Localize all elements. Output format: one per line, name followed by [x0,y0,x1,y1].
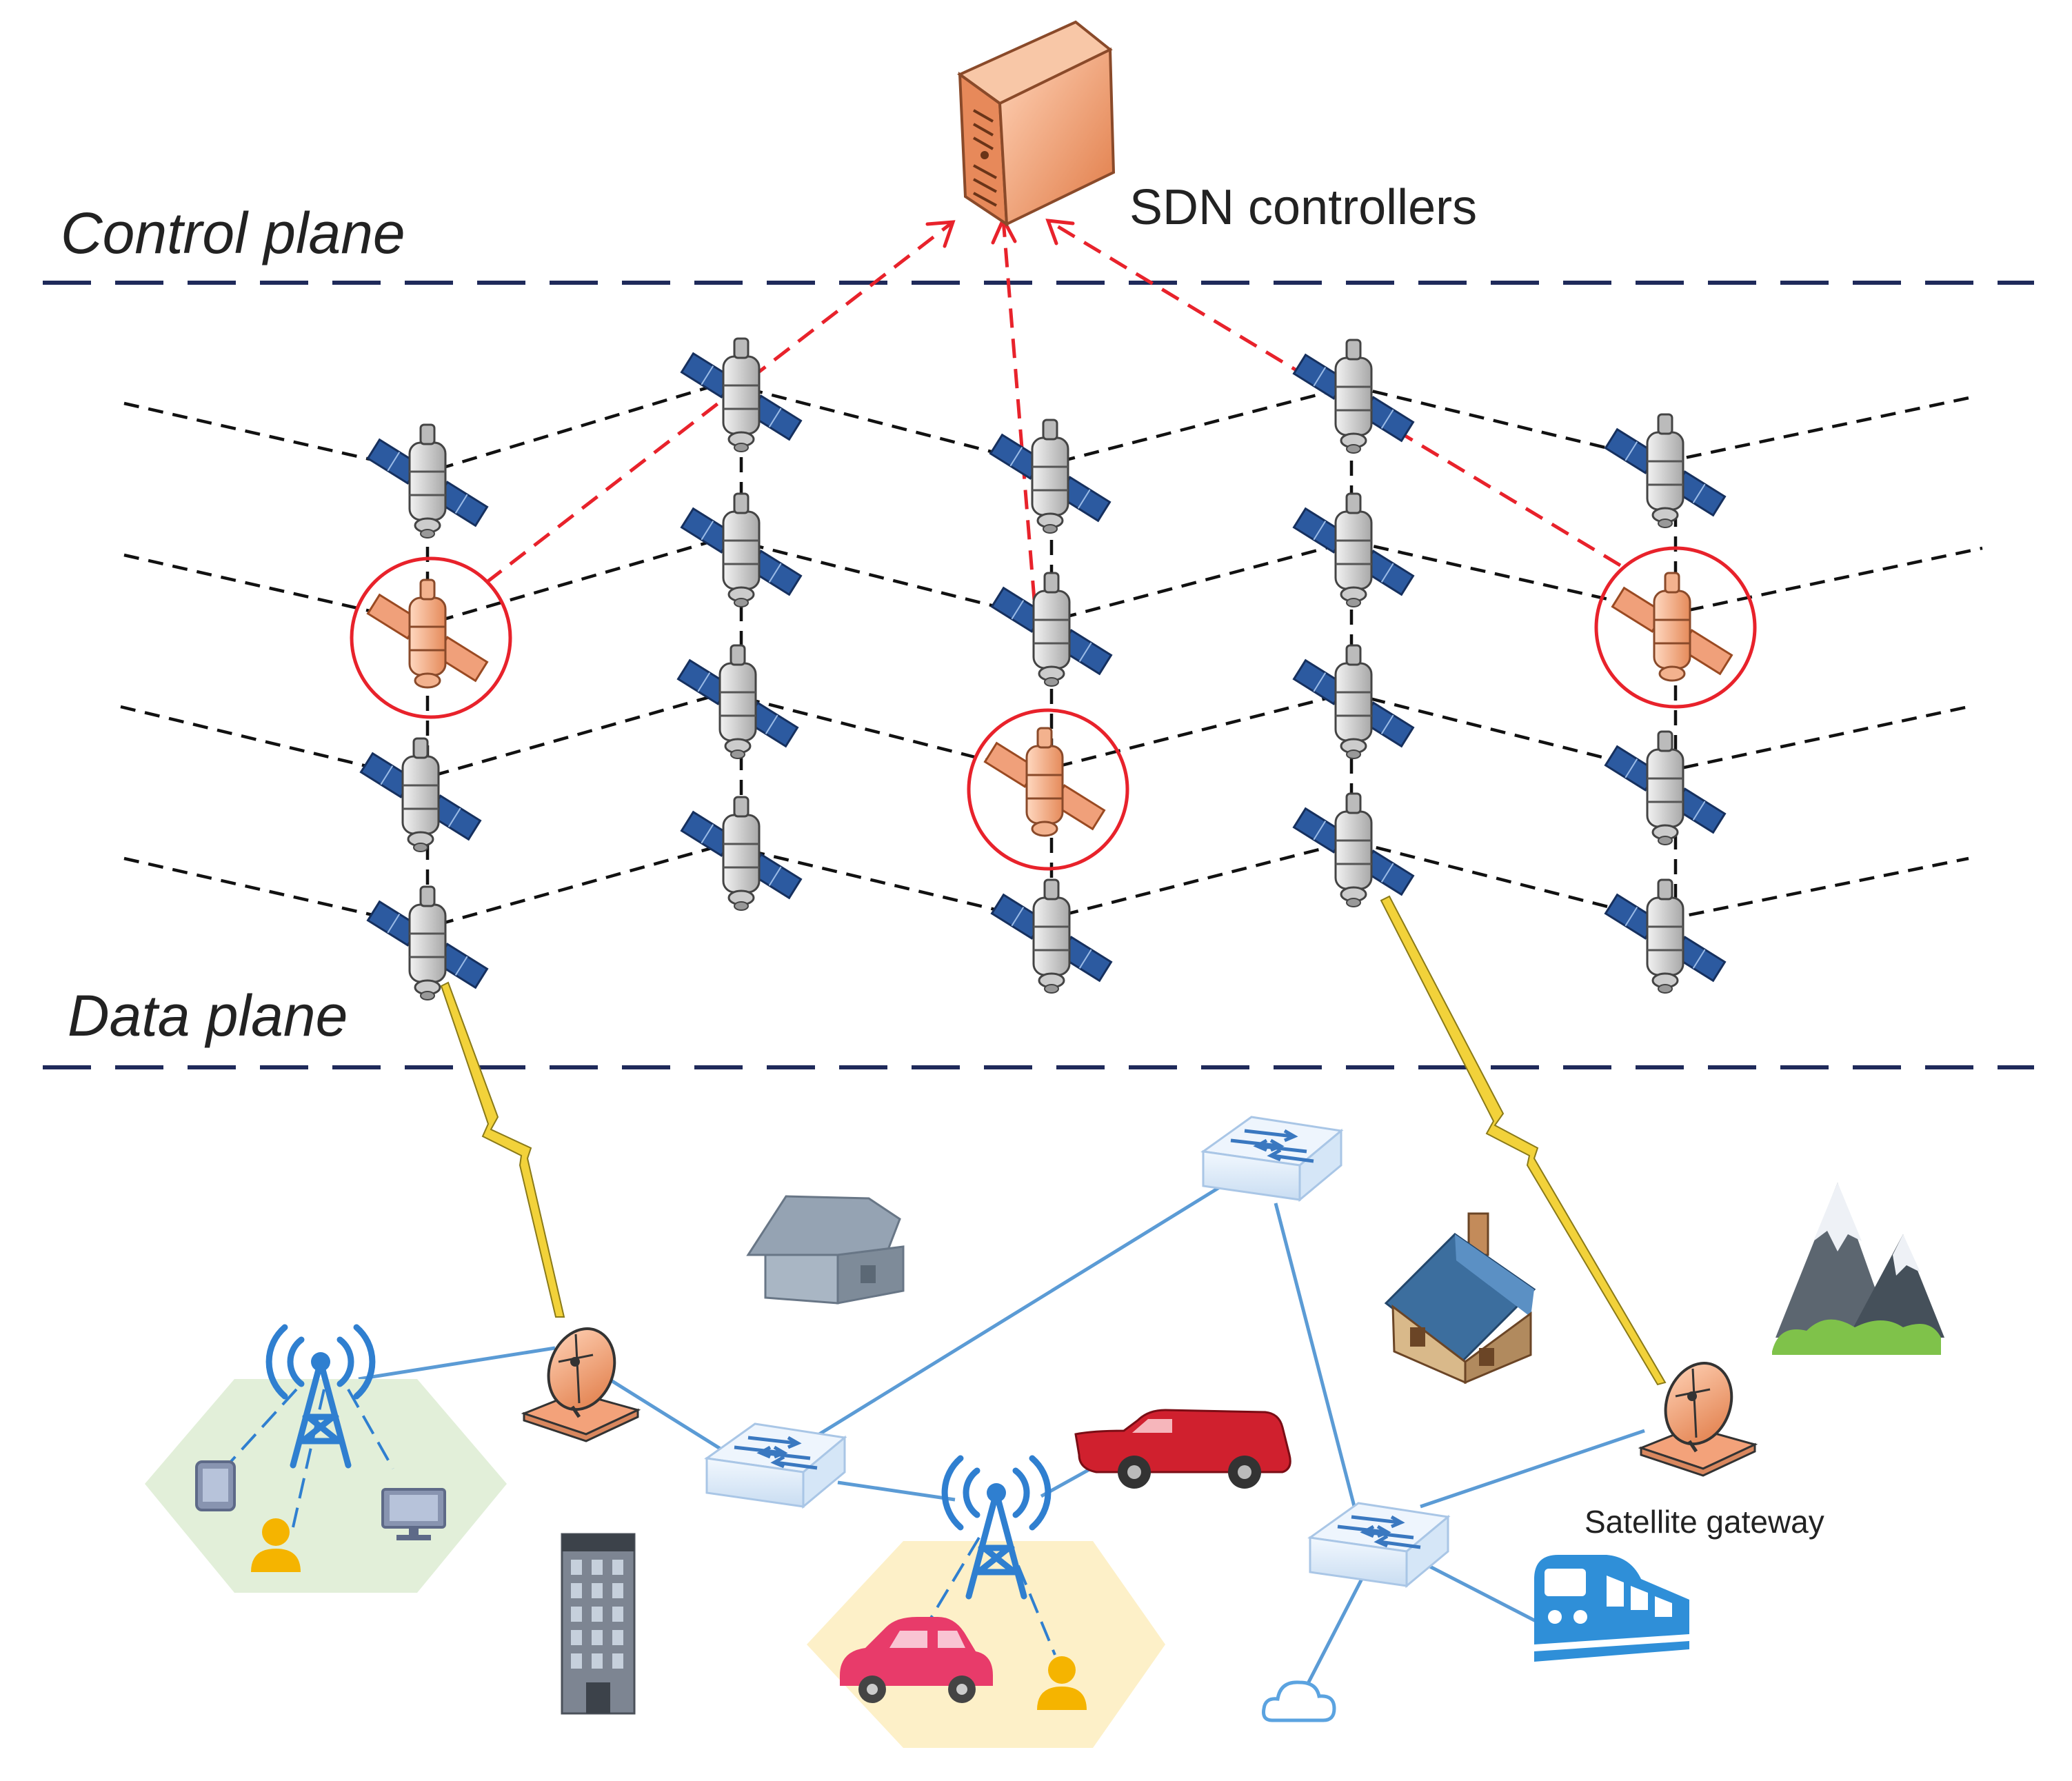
office-building-icon [561,1533,636,1715]
network-switch-icon [707,1424,845,1507]
sdn-controllers-label: SDN controllers [1129,180,1478,235]
mountain-icon [1772,1183,1944,1355]
cloud-icon [1264,1682,1335,1720]
cottage-icon [1384,1212,1536,1385]
controller-highlight-circle [350,556,512,719]
satellite-dish-icon [524,1319,638,1441]
controller-satellite-icon [367,578,488,689]
controller-satellite-icon [1611,572,1733,682]
satellite-icon [367,423,488,539]
house-icon [746,1195,905,1305]
control-link-arrowheads [925,215,1075,248]
controller-highlight-circle [967,708,1129,871]
satellite-icon [677,644,798,760]
lightning-icon [440,981,565,1318]
sdn-controller-server-icon [957,20,1116,227]
satellite-icon [991,878,1112,994]
satellite-gateway-label: Satellite gateway [1585,1504,1824,1540]
lightning-links [440,895,1667,1386]
tablet-icon [195,1460,236,1511]
data-plane-label: Data plane [68,983,348,1048]
terrestrial-links [358,1180,1645,1694]
train-icon [1534,1555,1689,1662]
controller-highlight-circle [1594,546,1757,709]
car-icon [840,1617,993,1703]
control-plane-label: Control plane [61,201,405,265]
satellite-icon [681,796,802,912]
satellite-icon [1605,413,1726,529]
satellite-icon [367,885,488,1001]
network-switch-icon [1203,1117,1341,1200]
van-icon [1074,1409,1291,1489]
satellite-constellation [360,337,1733,1001]
satellite-icon [360,737,481,853]
lightning-icon [1380,895,1667,1386]
controller-highlights [350,546,1757,871]
satellite-icon [1605,878,1726,994]
satellite-icon [989,419,1111,534]
satellite-icon [681,337,802,453]
satellite-icon [991,572,1112,687]
monitor-icon [381,1488,446,1540]
satellite-icon [681,492,802,608]
controller-satellite-icon [984,727,1105,837]
network-switch-icon [1310,1503,1448,1586]
satellite-icon [1605,730,1726,846]
cell-links-green [226,1388,394,1528]
